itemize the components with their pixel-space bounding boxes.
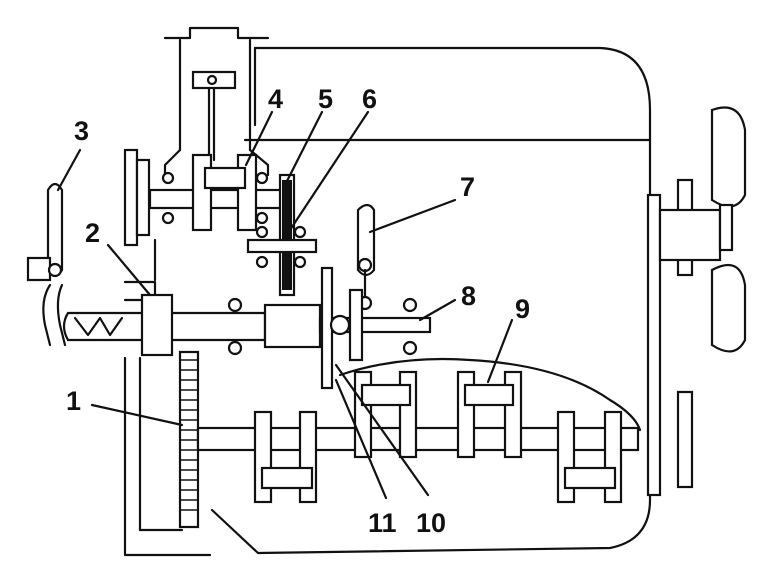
callout-4: 4	[268, 84, 283, 114]
crankshaft	[196, 357, 642, 504]
cylinder-piston	[163, 26, 270, 177]
callout-7: 7	[460, 172, 475, 202]
callout-10: 10	[416, 508, 446, 538]
flywheel	[178, 350, 200, 529]
gear-lever-7	[320, 203, 418, 390]
leader-lines	[56, 110, 514, 500]
lever-3	[26, 182, 67, 347]
callout-5: 5	[318, 84, 333, 114]
upper-shaft-assembly	[123, 148, 318, 297]
callout-3: 3	[74, 116, 89, 146]
callout-2: 2	[85, 218, 100, 248]
callout-9: 9	[515, 294, 530, 324]
main-shaft	[62, 293, 432, 357]
callout-1: 1	[66, 386, 81, 416]
callout-6: 6	[362, 84, 377, 114]
callout-11: 11	[368, 508, 397, 538]
front-pulleys-fan	[646, 106, 747, 497]
callout-8: 8	[461, 281, 476, 311]
callout-labels: 1 2 3 4 5 6 7 8 9 11 10	[66, 84, 530, 538]
